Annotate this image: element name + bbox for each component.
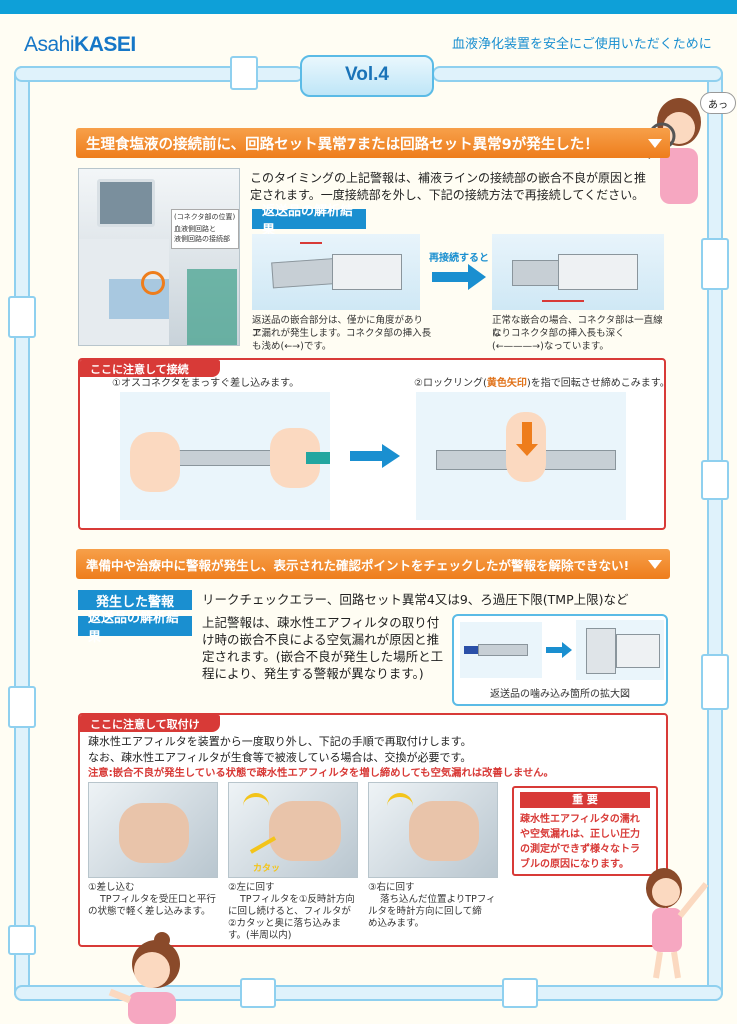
install-step2-line2: に回し続けると、フィルタが	[228, 906, 351, 917]
good-caption-2: なりコネクタ部の挿入長も深く	[492, 328, 625, 339]
install-step1-title: ①差し込む	[88, 882, 135, 893]
section1-banner-text: 生理食塩液の接続前に、回路セット異常7または回路セット異常9が発生した！	[86, 136, 599, 153]
step2-highlight: 黄色矢印	[486, 378, 527, 389]
section2-analysis-1: 上記警報は、疎水性エアフィルタの取り付	[202, 615, 440, 630]
volume-badge	[300, 55, 434, 97]
good-connection-illustration	[492, 234, 664, 310]
step1-text: ①オスコネクタをまっすぐ差し込みます。	[112, 378, 300, 389]
bad-caption-2: ア漏れが発生します。コネクタ部の挿入長	[252, 328, 432, 339]
reconnect-label: 再接続すると	[429, 253, 489, 264]
caution-tab-connect: ここに注意して接続	[80, 360, 220, 377]
important-line-4: ブルの原因になります。	[520, 859, 629, 870]
section1-analysis-tag: 返送品の解析結果	[252, 204, 366, 238]
important-title: 重 要	[520, 792, 650, 808]
asahi-kasei-logo: AsahiKASEI	[24, 33, 136, 56]
tagline: 血液浄化装置を安全にご使用いただくために	[452, 37, 712, 52]
alarm-tag: 発生した警報	[78, 590, 192, 610]
step-photo-1	[88, 782, 218, 878]
section2-analysis-3: 定されます。(嵌合不良が発生した場所と工	[202, 649, 444, 664]
enlarge-arrow-icon	[546, 642, 572, 658]
volume-label: Vol.4	[345, 64, 389, 85]
step2-illustration	[416, 392, 626, 520]
connector-label-3: 液側回路の接続部	[174, 235, 230, 243]
install-step3-line2: ルタを時計方向に回して締	[368, 906, 482, 917]
good-caption-1: 正常な嵌合の場合、コネクタ部は一直線に	[492, 315, 663, 339]
step-arrow-icon	[350, 444, 400, 468]
section2-banner-text: 準備中や治療中に警報が発生し、表示された確認ポイントをチェックしたが警報を解除で…	[86, 557, 630, 573]
instruction-1: 疎水性エアフィルタを装置から一度取り外し、下記の手順で再取付けします。	[88, 735, 472, 748]
section2-analysis-2: け時の嵌合不良による空気漏れが原因と推	[202, 632, 440, 647]
step-photo-3	[368, 782, 498, 878]
install-step1-line2: の状態で軽く差し込みます。	[88, 906, 211, 917]
alarm-text: リークチェックエラー、回路セット異常4又は9、ろ過圧下限(TMP上限)など	[202, 592, 629, 607]
photo-marker-2: カタッ	[253, 864, 281, 874]
good-caption-3: (←———→)なっています。	[492, 341, 609, 352]
caution-tab-install: ここに注意して取付け	[80, 715, 220, 732]
speech-bubble: あっ	[700, 92, 736, 114]
step1-illustration	[120, 392, 330, 520]
nurse-illustration-left	[106, 932, 192, 1024]
reconnect-arrow-icon	[432, 264, 486, 290]
section1-banner: 生理食塩液の接続前に、回路セット異常7または回路セット異常9が発生した！	[76, 128, 670, 158]
machine-photo: (コネクタ部の位置) 血液側回路と 液側回路の接続部	[78, 168, 240, 346]
step-photo-2: カタッ	[228, 782, 358, 878]
nurse-illustration-right	[636, 862, 716, 982]
section1-intro-2: 定されます。一度接続部を外し、下記の接続方法で再接続してください。	[250, 188, 645, 202]
step2-post: )を指で回転させ締めこみます。	[526, 378, 670, 389]
enlarged-view-box: 返送品の噛み込み箇所の拡大図	[452, 614, 668, 706]
important-line-1: 疎水性エアフィルタの濡れ	[520, 814, 640, 825]
connector-label-1: (コネクタ部の位置)	[174, 213, 236, 221]
speech-bubble-text: あっ	[708, 99, 728, 111]
important-line-2: や空気漏れは、正しい圧力	[520, 829, 640, 840]
step2-text: ②ロックリング(黄色矢印)を指で回転させ締めこみます。	[414, 377, 674, 390]
install-step3-line3: め込みます。	[368, 918, 425, 929]
important-line-3: の測定ができず様々なトラ	[520, 844, 640, 855]
bad-caption-1: 返送品の嵌合部分は、僅かに角度がありエ	[252, 315, 424, 339]
step2-pre: ②ロックリング(	[414, 378, 487, 389]
install-step2-line3: ②カタッと奥に落ち込みま	[228, 918, 342, 929]
bad-connection-illustration	[252, 234, 420, 310]
enlarged-caption: 返送品の噛み込み箇所の拡大図	[490, 689, 630, 700]
section2-banner: 準備中や治療中に警報が発生し、表示された確認ポイントをチェックしたが警報を解除で…	[76, 549, 670, 579]
section2-analysis-4: 程により、発生する警報が異なります。)	[202, 666, 424, 681]
section2-analysis-tag: 返送品の解析結果	[78, 611, 192, 645]
install-warning: 注意:嵌合不良が発生している状態で疎水性エアフィルタを増し締めしても空気漏れは改…	[88, 767, 554, 779]
connector-label-2: 血液側回路と	[174, 225, 216, 233]
install-step2-line4: す。(半周以内)	[228, 930, 292, 941]
top-bar	[0, 0, 737, 14]
install-step1-line1: TPフィルタを受圧口と平行	[100, 894, 216, 905]
install-step3-line1: 落ち込んだ位置よりTPフィ	[380, 894, 496, 905]
instruction-2: なお、疎水性エアフィルタが生食等で被液している場合は、交換が必要です。	[88, 751, 472, 764]
important-box: 重 要 疎水性エアフィルタの濡れ や空気漏れは、正しい圧力 の測定ができず様々な…	[512, 786, 658, 876]
install-step2-title: ②左に回す	[228, 882, 275, 893]
bad-caption-3: も浅め(←→)です。	[252, 341, 332, 352]
section1-intro-1: このタイミングの上記警報は、補液ラインの接続部の嵌合不良が原因と推	[250, 171, 647, 185]
install-step3-title: ③右に回す	[368, 882, 415, 893]
install-step2-line1: TPフィルタを①反時計方向	[240, 894, 355, 905]
